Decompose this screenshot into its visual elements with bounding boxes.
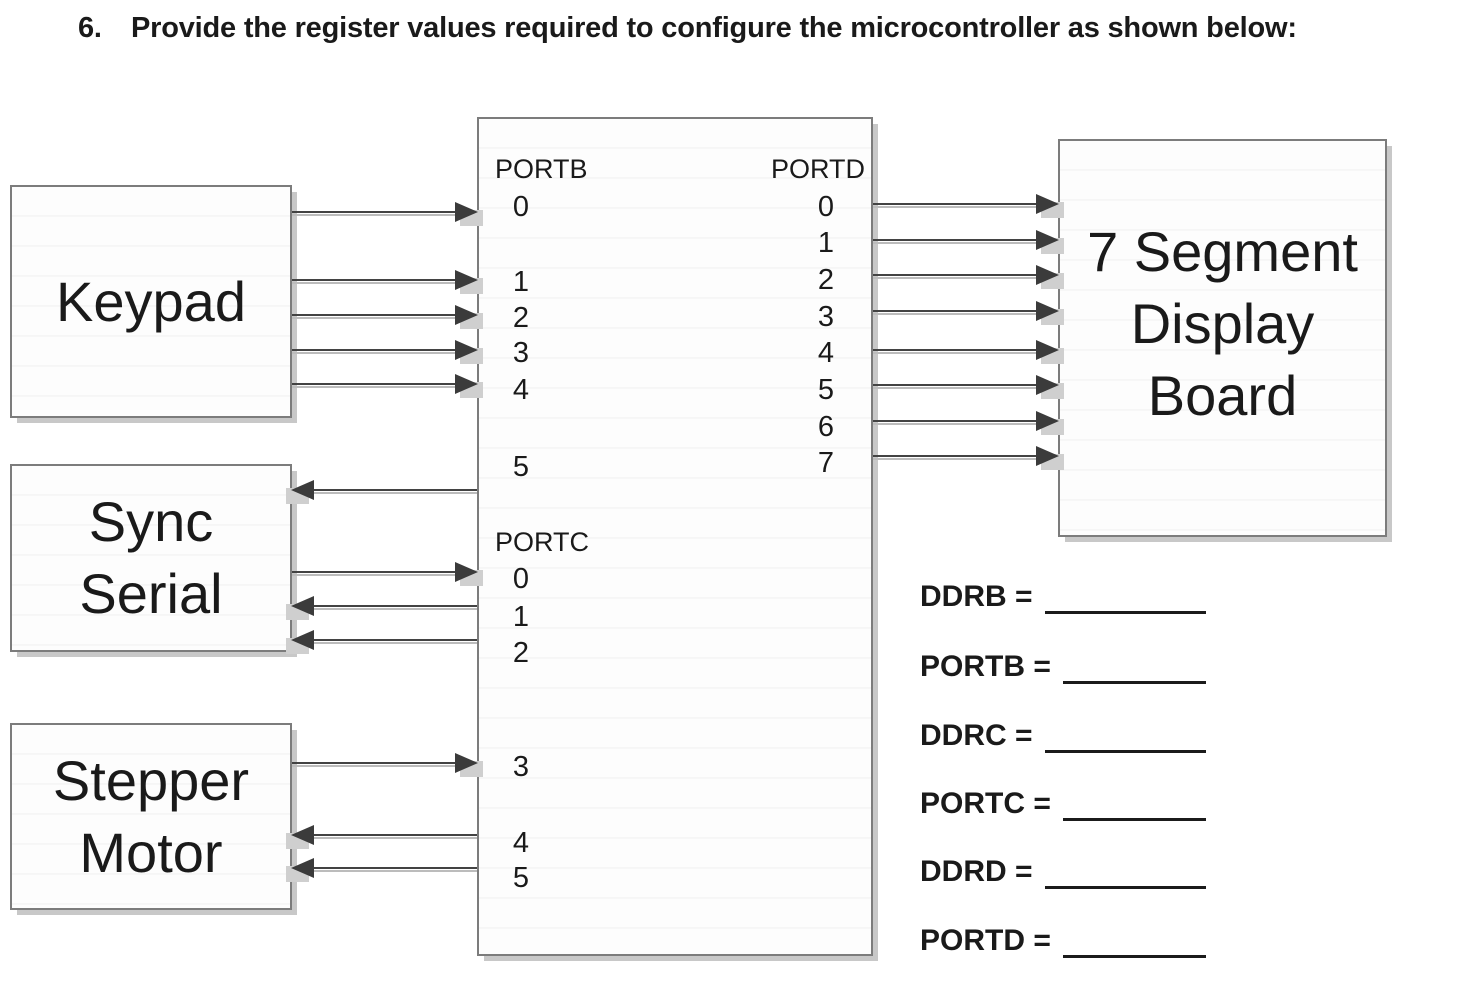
wire-line [311, 489, 477, 491]
wire-line [873, 420, 1039, 422]
arrowhead-right-icon [1036, 194, 1059, 214]
sync-serial-label-line2: Serial [79, 562, 223, 625]
register-row-ddrc: DDRC = [920, 718, 1206, 754]
arrowhead-right-icon [1036, 301, 1059, 321]
question-text: Provide the register values required to … [131, 12, 1297, 44]
mcu-pin-portd-4: 4 [817, 337, 835, 369]
register-row-portd: PORTD = [920, 923, 1206, 959]
wire-line [292, 349, 458, 351]
arrowhead-left-icon [291, 630, 314, 650]
wire-line [873, 239, 1039, 241]
arrowhead-right-icon [1036, 340, 1059, 360]
wire-line [292, 314, 458, 316]
register-row-portb: PORTB = [920, 649, 1206, 685]
mcu-pin-portb-5: 5 [512, 451, 530, 483]
wire-line [873, 455, 1039, 457]
mcu-pin-portd-5: 5 [817, 374, 835, 406]
register-label-ddrd: DDRD = [920, 855, 1033, 888]
mcu-pin-portc-3: 3 [512, 751, 530, 783]
mcu-pin-portb-4: 4 [512, 374, 530, 406]
mcu-pin-portc-5: 5 [512, 862, 530, 894]
arrowhead-right-icon [455, 753, 478, 773]
wire-line [873, 384, 1039, 386]
arrowhead-right-icon [1036, 446, 1059, 466]
mcu-pin-portc-1: 1 [512, 601, 530, 633]
wire-line [292, 571, 458, 573]
mcu-pin-portd-2: 2 [817, 264, 835, 296]
wire-line [292, 211, 458, 213]
arrowhead-right-icon [1036, 230, 1059, 250]
wire-line [311, 605, 477, 607]
wire-line [311, 834, 477, 836]
wire-line [311, 867, 477, 869]
register-blank-portc [1062, 818, 1206, 821]
register-label-portb: PORTB = [920, 650, 1051, 683]
register-row-ddrb: DDRB = [920, 579, 1206, 615]
wire-line [873, 310, 1039, 312]
stepper-motor-label-line2: Motor [79, 820, 223, 884]
stepper-motor-label-line1: Stepper [52, 748, 250, 812]
register-label-ddrc: DDRC = [920, 719, 1033, 752]
seven-segment-label-line3: Board [1147, 364, 1298, 427]
sync-serial-label-line1: Sync [88, 490, 214, 553]
arrowhead-left-icon [291, 858, 314, 878]
mcu-port-label-portc: PORTC [495, 527, 590, 557]
sync-serial-block: Sync Serial [10, 464, 292, 652]
mcu-port-label-portb: PORTB [495, 154, 588, 184]
register-label-portc: PORTC = [920, 787, 1051, 820]
seven-segment-label-line1: 7 Segment [1087, 220, 1358, 283]
arrowhead-left-icon [291, 825, 314, 845]
register-blank-portd [1062, 955, 1206, 958]
register-label-portd: PORTD = [920, 924, 1051, 957]
mcu-pin-portc-4: 4 [512, 827, 530, 859]
arrowhead-left-icon [291, 596, 314, 616]
arrowhead-right-icon [1036, 411, 1059, 431]
question-number: 6. [78, 12, 102, 44]
arrowhead-right-icon [455, 340, 478, 360]
wire-line [873, 349, 1039, 351]
mcu-port-label-portd: PORTD [770, 154, 865, 184]
mcu-pin-portd-0: 0 [817, 191, 835, 223]
register-blank-ddrc [1044, 750, 1206, 753]
arrowhead-left-icon [291, 480, 314, 500]
register-blank-ddrb [1044, 611, 1206, 614]
wire-line [292, 279, 458, 281]
arrowhead-right-icon [1036, 265, 1059, 285]
wire-line [311, 639, 477, 641]
wire-line [873, 274, 1039, 276]
question-title: 6. Provide the register values required t… [78, 12, 1297, 45]
mcu-pin-portd-6: 6 [817, 411, 835, 443]
mcu-pin-portb-0: 0 [512, 191, 530, 223]
register-blank-ddrd [1044, 886, 1206, 889]
register-label-ddrb: DDRB = [920, 580, 1033, 613]
keypad-block: Keypad [10, 185, 292, 418]
arrowhead-right-icon [455, 270, 478, 290]
wire-line [292, 383, 458, 385]
mcu-pin-portc-0: 0 [512, 563, 530, 595]
register-row-ddrd: DDRD = [920, 854, 1206, 890]
arrowhead-right-icon [1036, 375, 1059, 395]
arrowhead-right-icon [455, 374, 478, 394]
wire-line [292, 762, 458, 764]
arrowhead-right-icon [455, 562, 478, 582]
wire-line [873, 203, 1039, 205]
keypad-label: Keypad [56, 269, 246, 333]
arrowhead-right-icon [455, 305, 478, 325]
mcu-pin-portc-2: 2 [512, 637, 530, 669]
arrowhead-right-icon [455, 202, 478, 222]
seven-segment-label-line2: Display [1130, 292, 1315, 355]
seven-segment-display-block: 7 Segment Display Board [1058, 139, 1387, 537]
register-row-portc: PORTC = [920, 786, 1206, 822]
mcu-pin-portb-1: 1 [512, 266, 530, 298]
mcu-pin-portb-2: 2 [512, 302, 530, 334]
mcu-pin-portd-7: 7 [817, 447, 835, 479]
register-blank-portb [1062, 681, 1206, 684]
mcu-pin-portd-1: 1 [817, 227, 835, 259]
stepper-motor-block: Stepper Motor [10, 723, 292, 910]
mcu-pin-portd-3: 3 [817, 301, 835, 333]
mcu-pin-portb-3: 3 [512, 337, 530, 369]
